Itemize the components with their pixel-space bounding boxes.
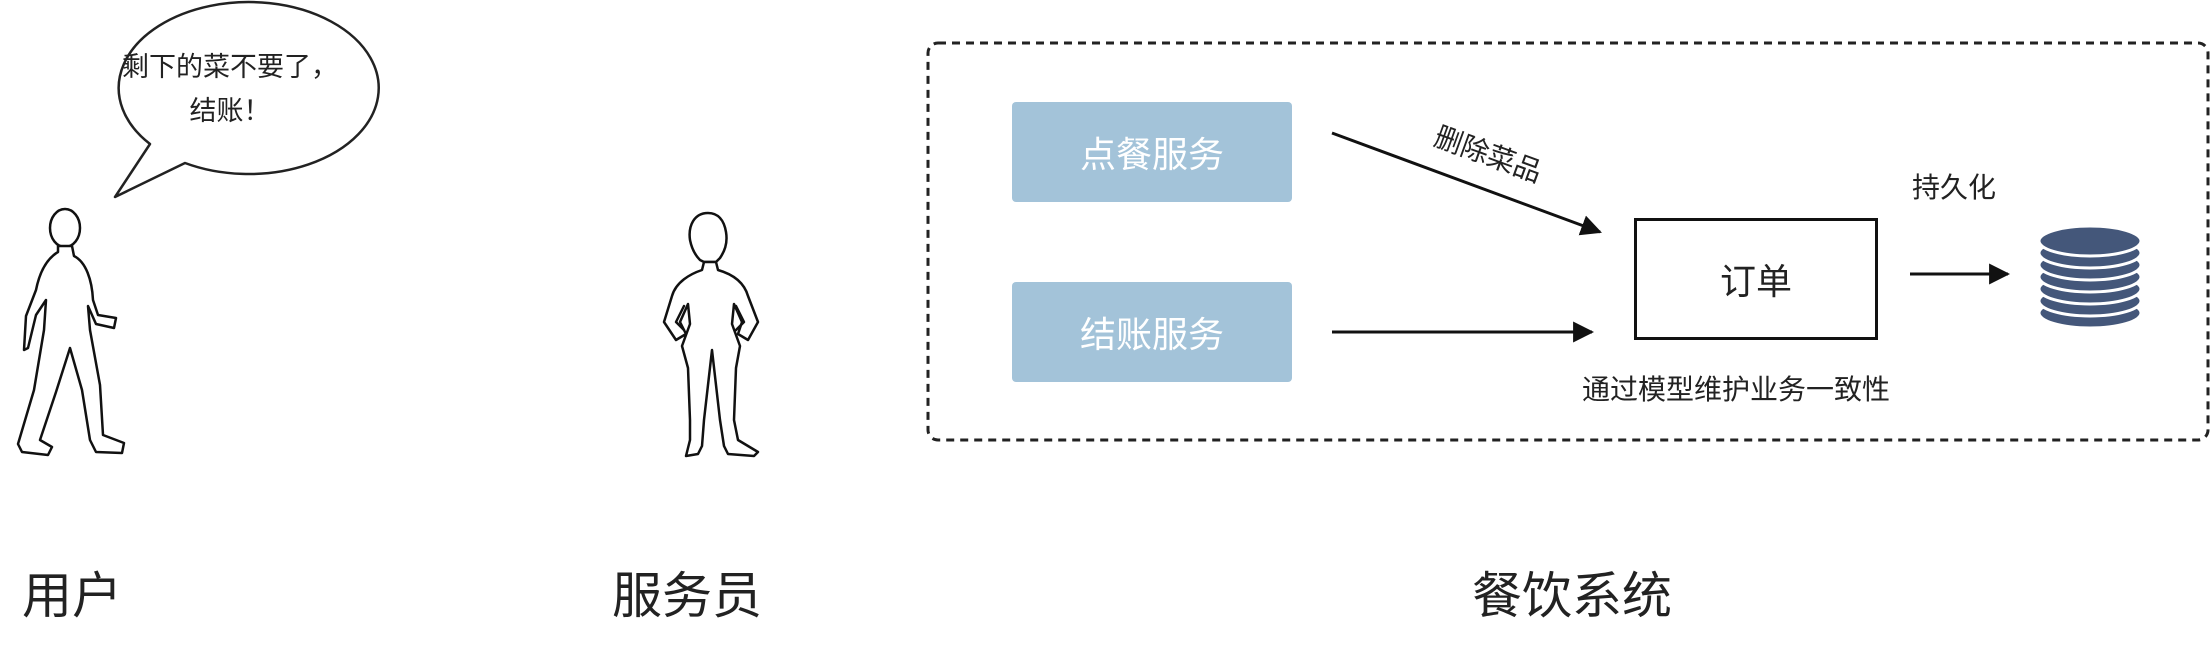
ordering-service-box: 点餐服务 (1012, 102, 1292, 202)
standing-woman-icon (662, 211, 760, 458)
delete-dish-arrow (1331, 131, 1602, 236)
checkout-service-box: 结账服务 (1012, 282, 1292, 382)
order-label: 订单 (1719, 262, 1792, 303)
speech-bubble (113, 0, 380, 199)
order-box: 订单 (1634, 218, 1878, 340)
user-label: 用户 (22, 567, 122, 625)
system-label: 餐饮系统 (1472, 567, 1672, 625)
ordering-service-label: 点餐服务 (1079, 135, 1224, 176)
persist-label: 持久化 (1912, 171, 1997, 204)
checkout-service-label: 结账服务 (1079, 315, 1224, 356)
speech-bubble-text: 剩下的菜不要了，结账！ (122, 52, 338, 127)
database-icon (2037, 224, 2143, 330)
waiter-label: 服务员 (612, 567, 762, 625)
walking-person-icon (16, 207, 126, 457)
consistency-caption: 通过模型维护业务一致性 (1582, 373, 1891, 406)
system-boundary (926, 41, 2210, 442)
